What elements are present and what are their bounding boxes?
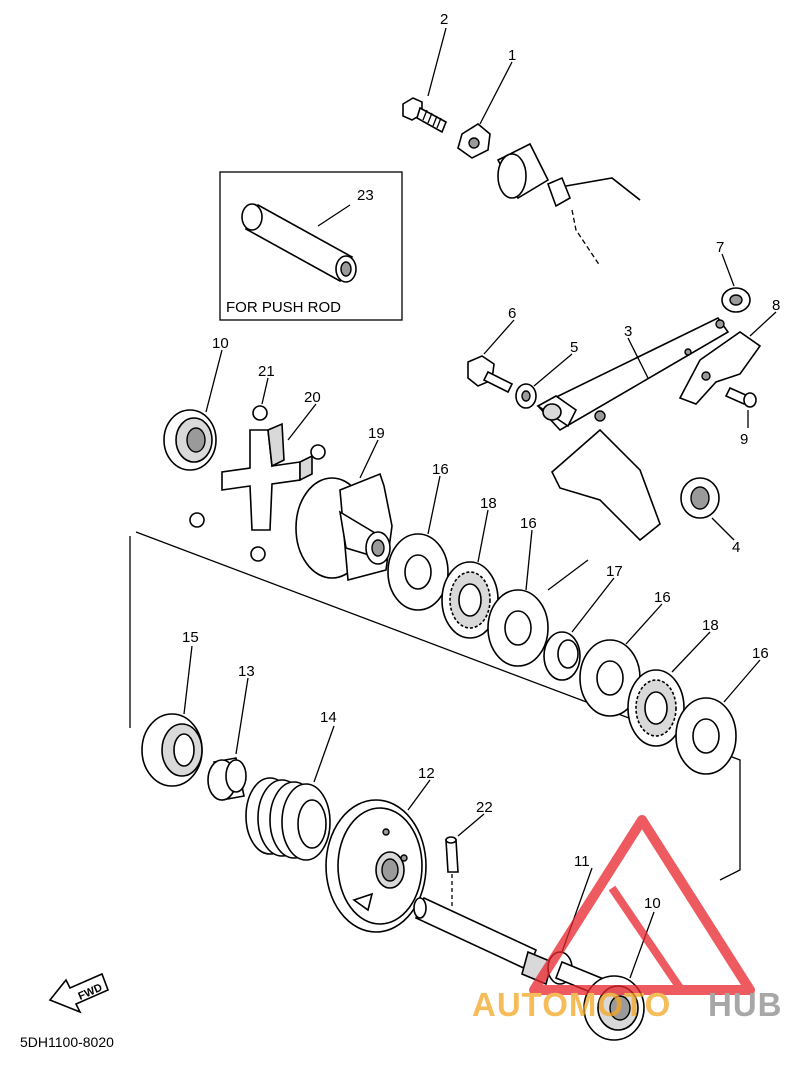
callout-15: 15 (182, 629, 199, 646)
bolt-2 (402, 97, 448, 134)
pin-22 (445, 836, 459, 873)
bracket-8 (678, 331, 762, 405)
bushing-4 (680, 477, 720, 519)
callout-17: 17 (606, 563, 623, 580)
collar-1 (457, 123, 491, 159)
washer-16-b (487, 589, 549, 667)
callout-14: 14 (320, 709, 337, 726)
oil-seal-15 (141, 713, 203, 787)
thrust-bearing-18-a (441, 561, 499, 639)
watermark-logo: AUTOMOTO HUB (472, 815, 783, 1023)
washer-16-c (579, 639, 641, 717)
callout-1: 1 (508, 47, 516, 64)
thrust-bearing-18-b (627, 669, 685, 747)
callout-18-b: 18 (702, 617, 719, 634)
gear-12 (325, 799, 427, 933)
callout-5: 5 (570, 339, 578, 356)
ball-21 (189, 405, 326, 562)
inset-caption: FOR PUSH ROD (226, 299, 341, 316)
washer-16-a (387, 533, 449, 611)
housing-sleeve (496, 142, 641, 267)
watermark-hub: HUB (708, 986, 783, 1023)
callout-8: 8 (772, 297, 780, 314)
pressure-plate-19 (295, 472, 393, 582)
collar-7 (721, 287, 751, 313)
callout-4: 4 (732, 539, 740, 556)
callout-12: 12 (418, 765, 435, 782)
callout-18-a: 18 (480, 495, 497, 512)
callout-10-upper: 10 (212, 335, 229, 352)
callout-23: 23 (357, 187, 374, 204)
callout-6: 6 (508, 305, 516, 322)
spring-14 (245, 777, 331, 861)
callout-3: 3 (624, 323, 632, 340)
callout-2: 2 (440, 11, 448, 28)
callout-10-lower: 10 (644, 895, 661, 912)
washer-16-d (675, 697, 737, 775)
callout-13: 13 (238, 663, 255, 680)
push-rod-inset: 23 FOR PUSH ROD (219, 171, 403, 321)
watermark-triangle (529, 815, 755, 995)
callout-16-b: 16 (520, 515, 537, 532)
callout-19: 19 (368, 425, 385, 442)
watermark-automoto: AUTOMOTO (472, 986, 671, 1023)
callout-16-c: 16 (654, 589, 671, 606)
callout-20: 20 (304, 389, 321, 406)
fwd-arrow-icon: FWD (48, 972, 110, 1014)
watermark-inner-stroke (608, 885, 684, 991)
callout-9: 9 (740, 431, 748, 448)
collar-13 (207, 757, 247, 801)
cam-20 (221, 422, 313, 531)
bolt-6 (467, 355, 514, 394)
callout-22: 22 (476, 799, 493, 816)
washer-5 (515, 383, 537, 409)
callout-21: 21 (258, 363, 275, 380)
collar-17 (543, 631, 581, 681)
screw-9 (724, 386, 757, 408)
lever-3 (536, 316, 730, 542)
push-rod-sleeve (241, 203, 357, 283)
part-code: 5DH1100-8020 (20, 1034, 114, 1050)
callout-16-d: 16 (752, 645, 769, 662)
callout-11: 11 (574, 853, 590, 870)
callout-7: 7 (716, 239, 724, 256)
bearing-10-upper (163, 409, 217, 471)
callout-16-a: 16 (432, 461, 449, 478)
